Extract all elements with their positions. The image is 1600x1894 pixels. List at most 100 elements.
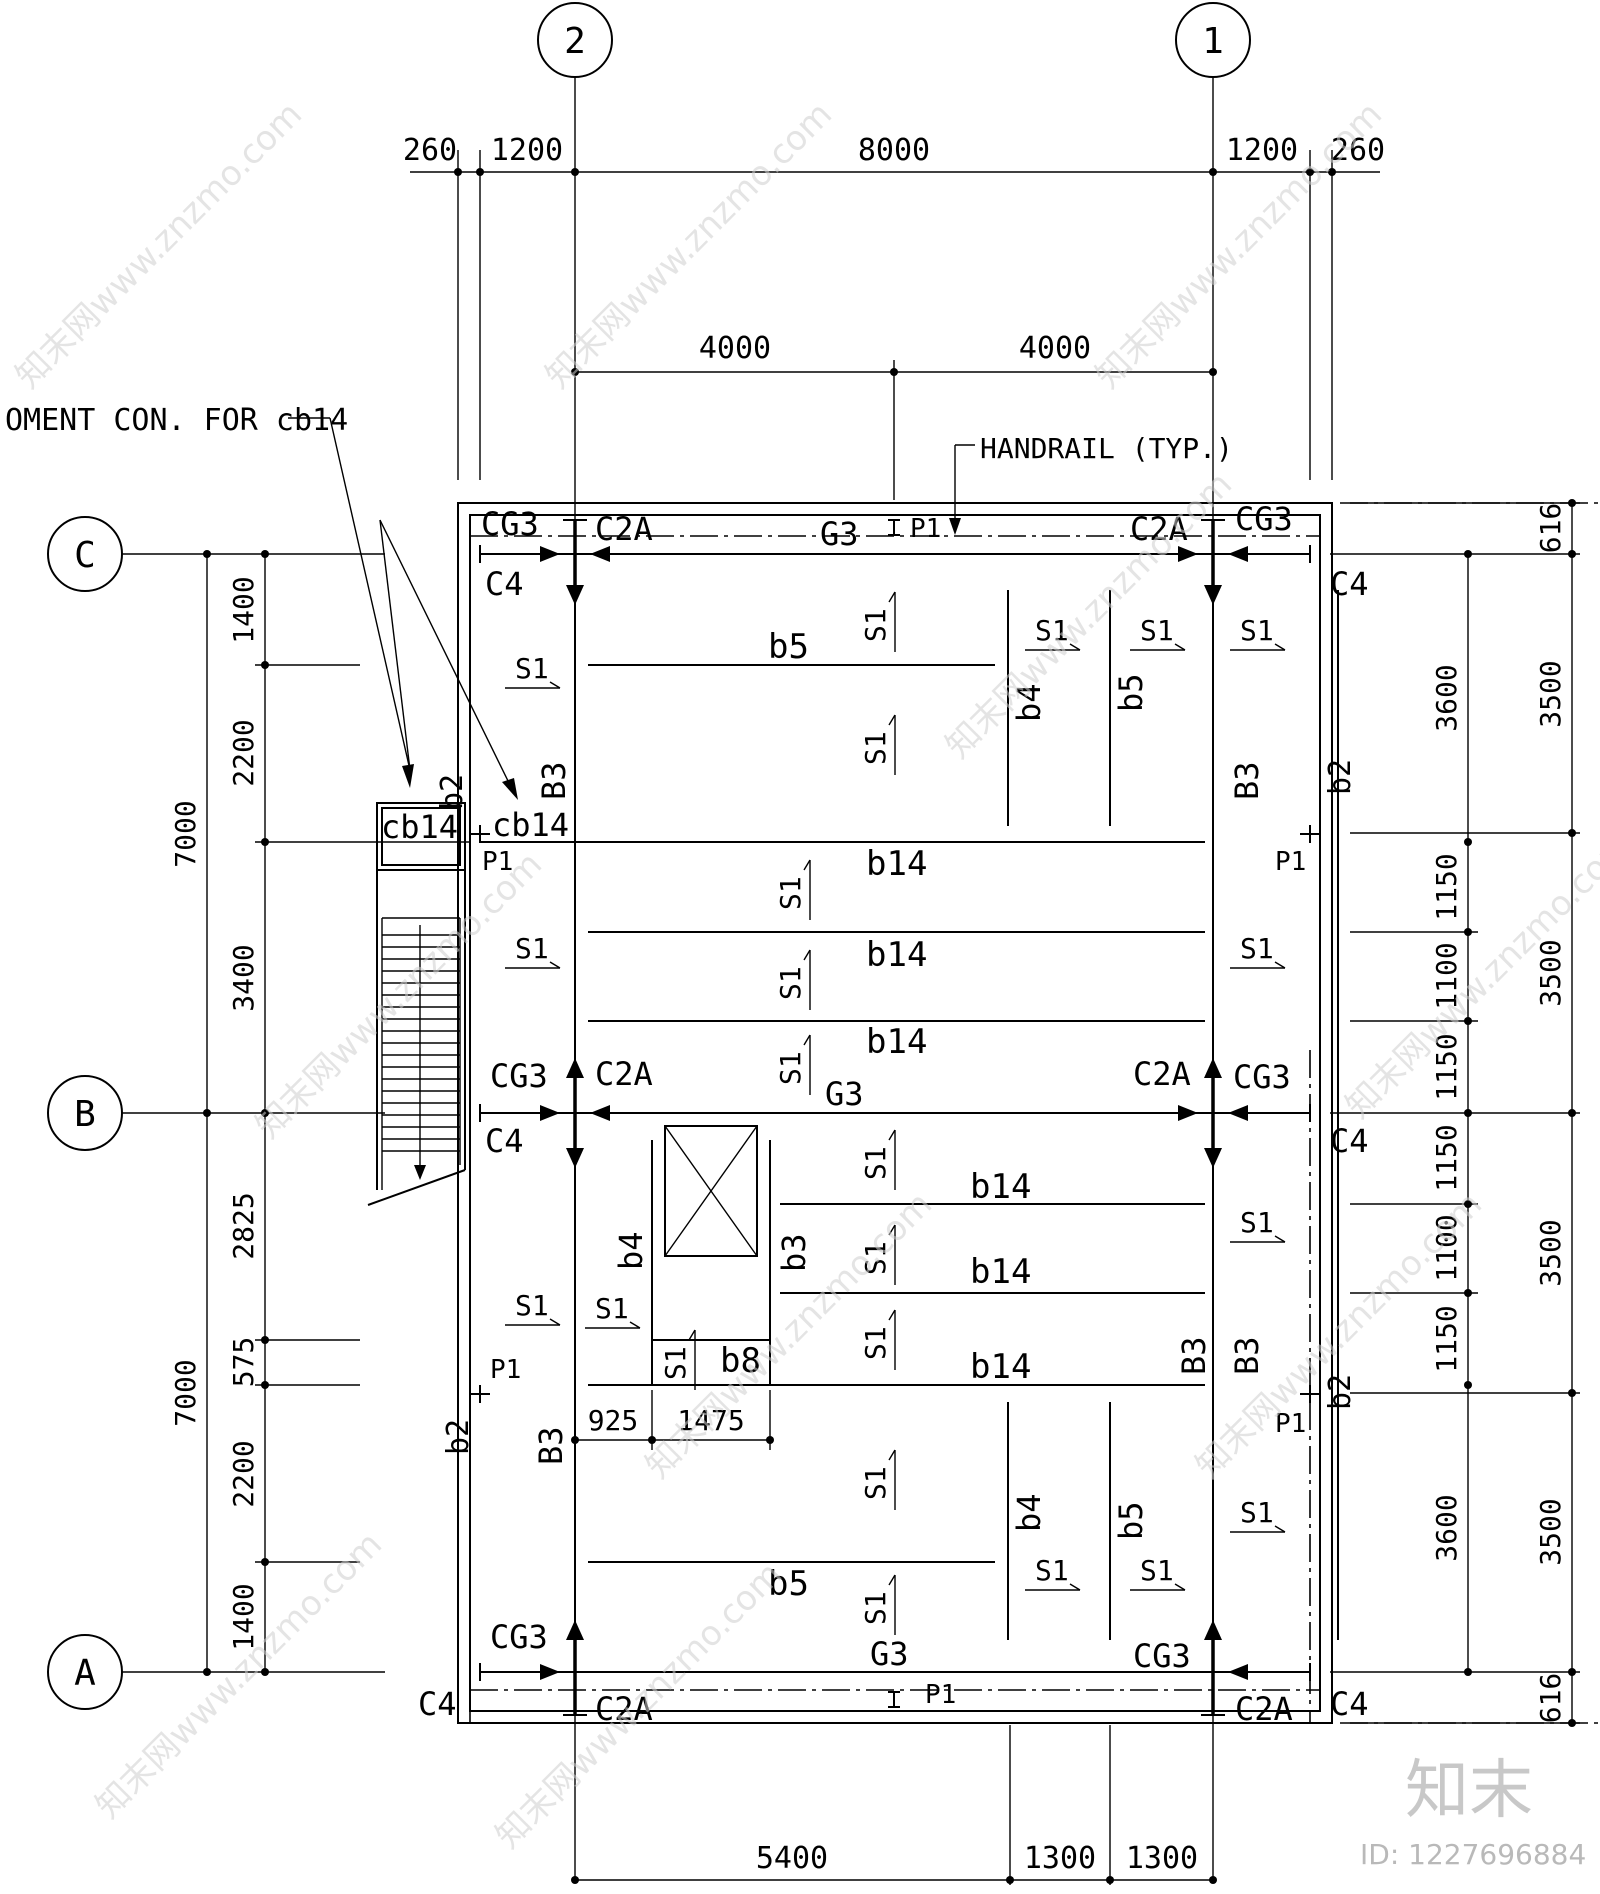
- dim-right-1100-b: 1100: [1430, 1214, 1463, 1281]
- s1-vertical-head-2: [803, 859, 811, 871]
- s1-vertical-head-1: [888, 714, 896, 726]
- s1-horizontal-head-7: [549, 1318, 561, 1326]
- dim-left-1400-upper: 1400: [227, 576, 260, 643]
- dim-right-1150-d: 1150: [1430, 1305, 1463, 1372]
- label-p1-right-upper: P1: [1275, 847, 1306, 877]
- dim-top-8000: 8000: [858, 133, 930, 168]
- label-c4-tr: C4: [1330, 565, 1369, 603]
- dim-left-2200-lower: 2200: [227, 1440, 260, 1507]
- s1-vertical-label-5: S1: [859, 1146, 892, 1180]
- dim-right-3500-d: 3500: [1534, 1498, 1567, 1565]
- s1-vertical-label-6: S1: [859, 1241, 892, 1275]
- s1-horizontal-label-3: S1: [1240, 614, 1274, 647]
- s1-horizontal-label-6: S1: [1240, 1206, 1274, 1239]
- label-cg3-br: CG3: [1133, 1637, 1191, 1675]
- label-c4-mr: C4: [1330, 1122, 1369, 1160]
- label-cg3-bl: CG3: [490, 1618, 548, 1656]
- moment-connection-note: OMENT CON. FOR cb14: [5, 403, 348, 438]
- watermark-id: ID: 1227696884: [1360, 1838, 1586, 1871]
- watermark-site-1: 知末网www.znzmo.com: [8, 94, 310, 396]
- s1-horizontal-head-9: [1274, 1525, 1286, 1533]
- member-labels: CG3 CG3 CG3 CG3 CG3 CG3 C2A C2A C2A C2A …: [381, 500, 1369, 1728]
- label-b3-right-lower-a: B3: [1175, 1336, 1213, 1375]
- dim-right-616-top: 616: [1534, 503, 1567, 554]
- label-c2a-bl: C2A: [595, 1690, 653, 1728]
- label-cg3-ml: CG3: [490, 1057, 548, 1095]
- label-b5-upper-vertical: b5: [1112, 673, 1150, 712]
- label-g3-mid: G3: [825, 1075, 864, 1113]
- label-g3-bottom: G3: [870, 1635, 909, 1673]
- s1-horizontal-head-4: [549, 961, 561, 969]
- s1-horizontal-label-9: S1: [1240, 1496, 1274, 1529]
- s1-vertical-head-10: [688, 1329, 696, 1341]
- dim-right-3500-b: 3500: [1534, 939, 1567, 1006]
- label-cb14-beam: cb14: [492, 806, 569, 844]
- label-cb14-stair: cb14: [381, 808, 458, 846]
- girders: [470, 519, 1320, 1716]
- label-b3-right-lower-b: B3: [1228, 1336, 1266, 1375]
- label-c2a-mr: C2A: [1133, 1055, 1191, 1093]
- label-b2-right-lower: b2: [1323, 1374, 1358, 1410]
- label-c2a-ml: C2A: [595, 1055, 653, 1093]
- s1-horizontal-head-8: [629, 1321, 641, 1329]
- dim-left-7000-lower: 7000: [169, 1359, 202, 1426]
- dim-left-2825: 2825: [227, 1192, 260, 1259]
- label-cg3-tr: CG3: [1235, 500, 1293, 538]
- dim-bottom-5400: 5400: [756, 1841, 828, 1876]
- dim-right-1150-c: 1150: [1430, 1124, 1463, 1191]
- s1-horizontal-head-6: [1274, 1235, 1286, 1243]
- dim-right-1100-a: 1100: [1430, 942, 1463, 1009]
- label-p1-top: P1: [910, 514, 941, 544]
- watermark-logo: 知末: [1405, 1754, 1533, 1828]
- label-b5-lower: b5: [768, 1564, 809, 1604]
- platform-outline: [457, 502, 1600, 1724]
- grid-label-c: C: [74, 535, 96, 576]
- s1-vertical-head-5: [888, 1129, 896, 1141]
- grid-label-1: 1: [1202, 21, 1224, 62]
- s1-vertical-head-7: [888, 1309, 896, 1321]
- label-b14-1: b14: [866, 844, 927, 884]
- grid-label-a: A: [74, 1653, 96, 1694]
- label-c2a-tl: C2A: [595, 510, 653, 548]
- left-dimensions: 7000 7000 1400 2200 3400 2825 575 2200 1…: [169, 550, 470, 1676]
- dim-right-616-bottom: 616: [1534, 1673, 1567, 1724]
- label-c2a-tr: C2A: [1130, 510, 1188, 548]
- dim-bottom-1300-b: 1300: [1126, 1841, 1198, 1876]
- label-b4-upper: b4: [1010, 683, 1048, 722]
- dim-left-3400: 3400: [227, 944, 260, 1011]
- dim-right-3500-a: 3500: [1534, 660, 1567, 727]
- watermark-site-9: 知末网www.znzmo.com: [88, 1524, 390, 1826]
- label-c4-tl: C4: [485, 565, 524, 603]
- watermark-site-2: 知末网www.znzmo.com: [538, 94, 840, 396]
- label-b5-upper: b5: [768, 627, 809, 667]
- s1-horizontal-head-5: [1274, 961, 1286, 969]
- dim-bottom-1300-a: 1300: [1024, 1841, 1096, 1876]
- label-b14-6: b14: [970, 1347, 1031, 1387]
- s1-vertical-head-4: [803, 1034, 811, 1046]
- dim-opening-925: 925: [588, 1404, 639, 1437]
- label-c4-ml: C4: [485, 1122, 524, 1160]
- dim-right-1150-b: 1150: [1430, 1033, 1463, 1100]
- dim-top-260-left: 260: [403, 133, 457, 168]
- s1-horizontal-head-0: [549, 681, 561, 689]
- label-b2-left-lower: b2: [441, 1419, 476, 1455]
- s1-horizontal-label-0: S1: [515, 652, 549, 685]
- right-dimensions: 3600 1150 1100 1150 1150 1100 1150 3600 …: [1330, 499, 1580, 1727]
- dim-mid-4000-right: 4000: [1019, 331, 1091, 366]
- s1-horizontal-head-1: [1069, 643, 1081, 651]
- label-cg3-tl: CG3: [481, 505, 539, 543]
- s1-vertical-label-10: S1: [659, 1346, 692, 1380]
- s1-horizontal-head-2: [1174, 643, 1186, 651]
- s1-horizontal-label-10: S1: [1035, 1554, 1069, 1587]
- dim-mid-4000-left: 4000: [699, 331, 771, 366]
- dim-top-1200-right: 1200: [1226, 133, 1298, 168]
- dim-top-1200-left: 1200: [491, 133, 563, 168]
- dim-left-7000-upper: 7000: [169, 800, 202, 867]
- s1-vertical-label-0: S1: [859, 608, 892, 642]
- label-b4-opening: b4: [612, 1231, 650, 1270]
- label-b8: b8: [720, 1341, 761, 1381]
- label-g3-top: G3: [820, 515, 859, 553]
- label-b3-left-lower: B3: [532, 1426, 570, 1465]
